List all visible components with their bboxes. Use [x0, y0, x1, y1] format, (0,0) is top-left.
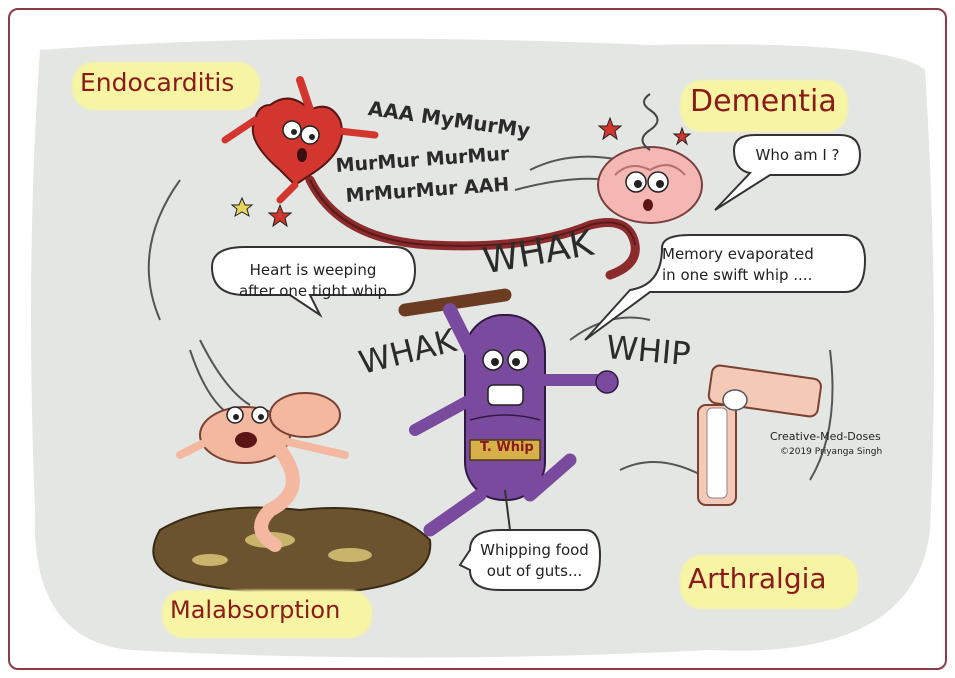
heart-bubble-line2: after one tight whip — [238, 282, 388, 300]
whip-handle — [398, 288, 512, 317]
who-am-i-text: Who am I ? — [755, 146, 840, 164]
highlight-dementia — [680, 80, 848, 132]
memory-bubble-line1: Memory evaporated — [662, 245, 814, 263]
food-bubble-line1: Whipping food — [480, 541, 589, 559]
star — [267, 203, 293, 228]
gut-character — [176, 392, 349, 552]
memory-bubble-text: Memory evaporated in one swift whip .... — [662, 244, 862, 286]
star — [672, 126, 692, 146]
cartoon-stage: Endocarditis Dementia Malabsorption Arth… — [10, 10, 945, 668]
brain-character — [597, 93, 703, 224]
whip-sfx: WHIP — [604, 328, 693, 374]
star — [230, 196, 254, 218]
label-endocarditis: Endocarditis — [80, 68, 235, 97]
star — [597, 116, 623, 141]
food-bubble-text: Whipping food out of guts... — [472, 540, 597, 582]
heart-bubble-text: Heart is weeping after one tight whip — [218, 260, 408, 302]
belt-label: T. Whip — [480, 440, 534, 455]
copyright-credit: ©2019 Priyanga Singh — [780, 447, 883, 457]
bubble-food — [458, 529, 602, 591]
brand-credit: Creative-Med-Doses — [770, 430, 881, 443]
memory-bubble-line2: in one swift whip .... — [662, 266, 813, 284]
label-dementia: Dementia — [690, 84, 837, 119]
bubble-who-am-i — [714, 134, 862, 211]
heart-character — [221, 76, 379, 204]
bubble-heart — [210, 246, 417, 318]
illustration-art — [31, 38, 934, 658]
label-malabsorption: Malabsorption — [170, 596, 341, 624]
bacterium-character — [409, 303, 619, 537]
highlight-malabsorption — [162, 590, 372, 638]
mud-puddle — [152, 506, 432, 595]
label-arthralgia: Arthralgia — [688, 562, 827, 595]
highlight-arthralgia — [680, 555, 858, 609]
food-bubble-line2: out of guts... — [486, 562, 583, 580]
illustration-frame: Endocarditis Dementia Malabsorption Arth… — [8, 8, 947, 670]
knee-joint — [697, 364, 822, 506]
heart-bubble-line1: Heart is weeping — [249, 261, 377, 279]
highlight-endocarditis — [72, 62, 260, 110]
bubble-memory — [584, 234, 867, 341]
